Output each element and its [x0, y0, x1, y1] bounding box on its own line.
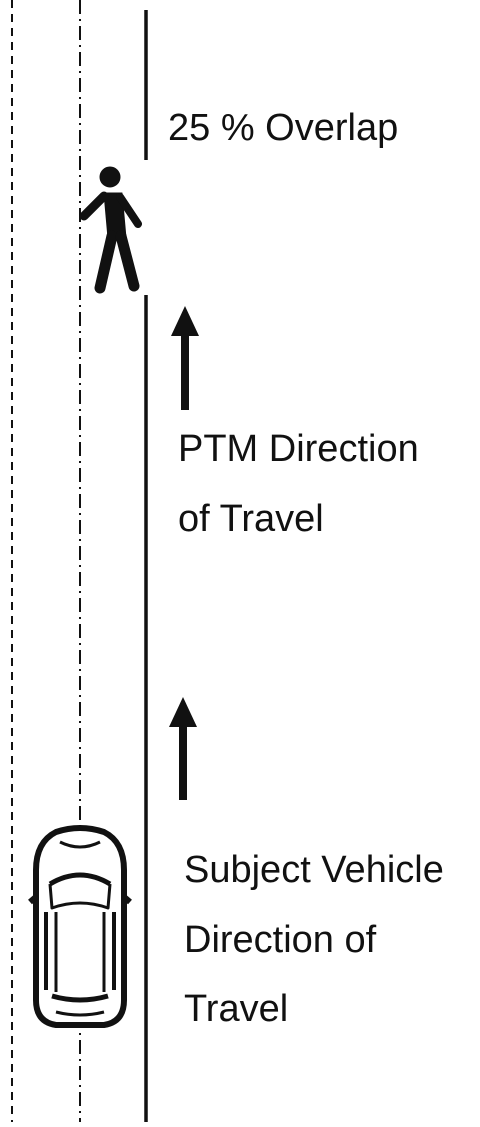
pedestrian-icon: [79, 166, 142, 294]
subject-vehicle-label-line1: Subject Vehicle: [184, 849, 444, 891]
subject-vehicle-label-line2: Direction of: [184, 919, 377, 961]
ptm-direction-label-line1: PTM Direction: [178, 428, 419, 470]
subject-vehicle-label-line3: Travel: [184, 988, 289, 1030]
overlap-label: 25 % Overlap: [168, 107, 399, 149]
ptm-direction-arrow-icon: [171, 306, 199, 410]
ptm-direction-label-line2: of Travel: [178, 498, 324, 540]
vehicle-direction-arrow-icon: [169, 697, 197, 800]
subject-vehicle-car-icon: [28, 825, 132, 1028]
